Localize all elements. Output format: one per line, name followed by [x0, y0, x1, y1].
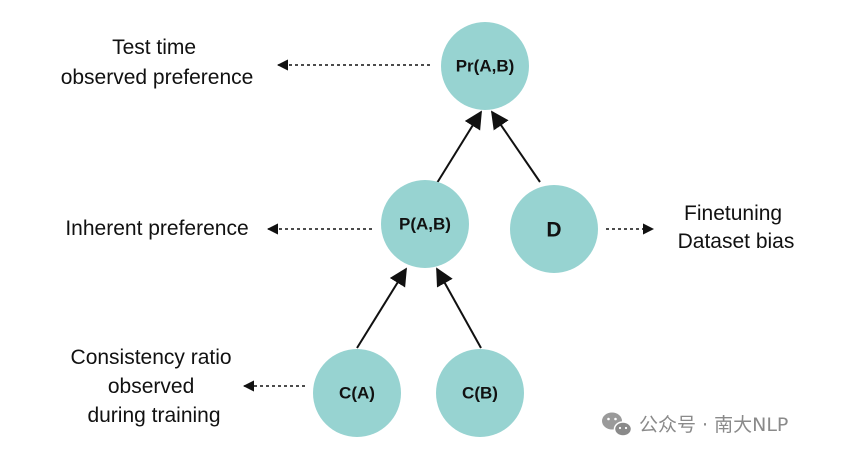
- edge-p-to-pr: [436, 110, 482, 184]
- node-d-label: D: [546, 219, 561, 242]
- label-inherent-line-1: Inherent preference: [65, 217, 248, 240]
- node-ca-label: C(A): [339, 384, 375, 403]
- watermark: 公众号 · 南大NLP: [602, 412, 788, 437]
- watermark-text: 公众号 · 南大NLP: [639, 414, 788, 436]
- edge-cb-to-p: [436, 267, 482, 349]
- node-ca: C(A): [313, 349, 401, 437]
- label-test-time-line-2: observed preference: [61, 66, 254, 89]
- node-p: P(A,B): [381, 180, 469, 268]
- label-finetuning: Finetuning Dataset bias: [678, 202, 795, 253]
- node-pr-label: Pr(A,B): [456, 57, 515, 76]
- label-inherent: Inherent preference: [65, 217, 248, 240]
- label-test-time-line-1: Test time: [112, 36, 196, 59]
- edge-d-to-pr: [490, 110, 541, 183]
- label-consistency-line-2: observed: [108, 375, 194, 398]
- label-finetuning-line-2: Dataset bias: [678, 230, 795, 253]
- label-consistency-line-1: Consistency ratio: [71, 346, 232, 369]
- node-p-label: P(A,B): [399, 215, 451, 234]
- label-consistency: Consistency ratio observed during traini…: [71, 346, 238, 427]
- wechat-icon: [602, 412, 633, 437]
- node-cb-label: C(B): [462, 384, 498, 403]
- edge-ca-to-p: [356, 267, 407, 349]
- label-test-time: Test time observed preference: [61, 36, 254, 89]
- label-finetuning-line-1: Finetuning: [684, 202, 782, 225]
- node-pr: Pr(A,B): [441, 22, 529, 110]
- label-consistency-line-3: during training: [87, 404, 220, 427]
- node-cb: C(B): [436, 349, 524, 437]
- node-d: D: [510, 185, 598, 273]
